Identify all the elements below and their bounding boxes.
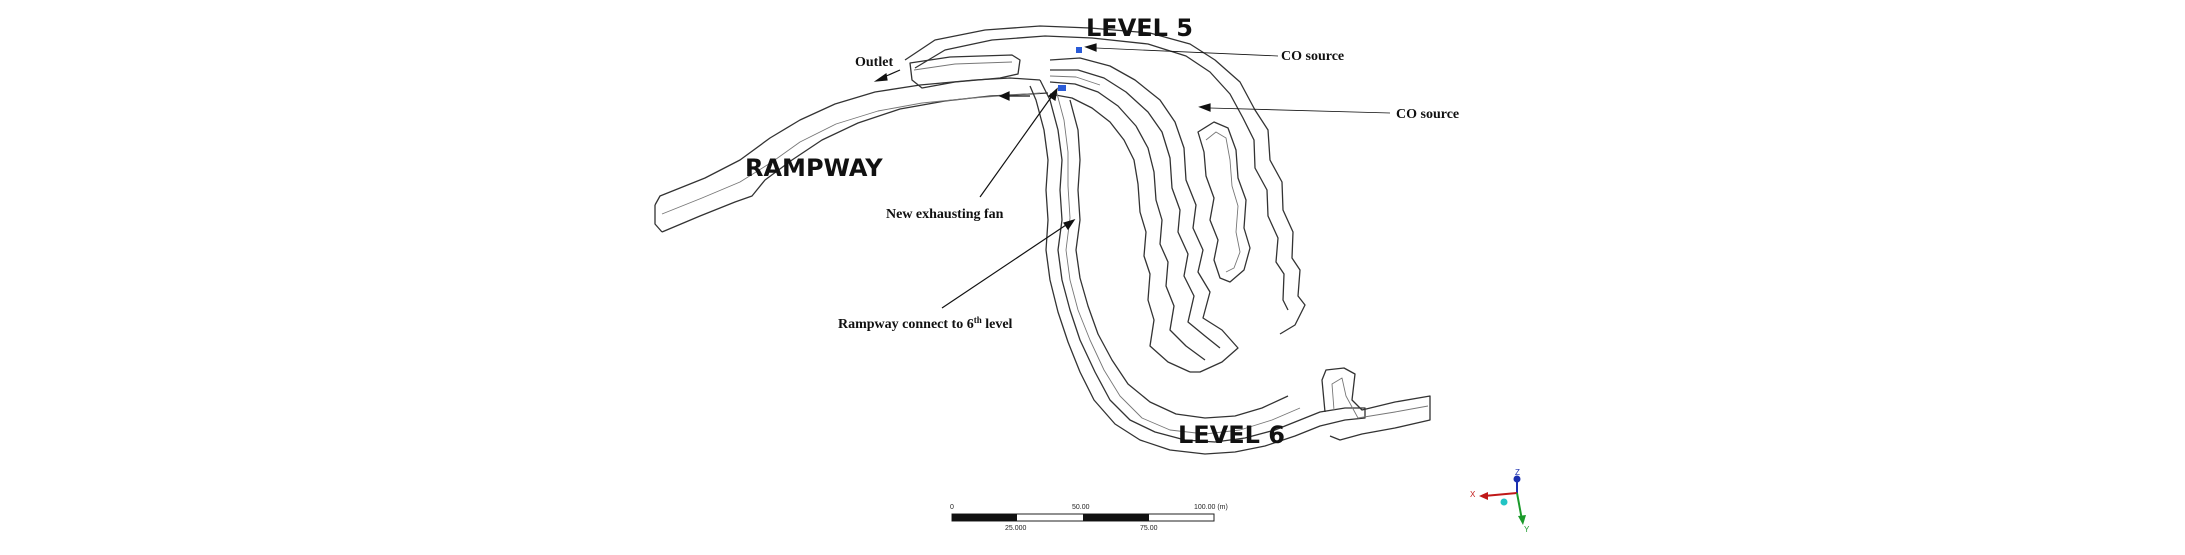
axis-origin-ball xyxy=(1500,498,1508,506)
co-source-2-leader xyxy=(1209,107,1391,114)
rampway-connect-sup: th xyxy=(974,315,982,325)
x-axis-arrowhead xyxy=(1479,492,1488,500)
x-axis-label: X xyxy=(1470,490,1476,499)
level5-right-loop xyxy=(1197,121,1251,283)
scale-tick-25: 25.000 xyxy=(1005,525,1027,532)
exhaust-fan-marker xyxy=(1058,85,1066,91)
outlet-tunnel xyxy=(909,54,1021,89)
scale-tick-50: 50.00 xyxy=(1072,504,1090,511)
level5-label: LEVEL 5 xyxy=(1086,14,1193,42)
scale-tick-75: 75.00 xyxy=(1140,525,1158,532)
co-source-1-arrowhead xyxy=(1084,43,1097,52)
level5-inner-loops xyxy=(1049,57,1239,373)
rampway-connect-arrowhead xyxy=(1063,218,1076,231)
axis-triad: Z X Y xyxy=(1470,468,1530,534)
y-axis-line xyxy=(1516,492,1523,521)
level6-label: LEVEL 6 xyxy=(1178,421,1285,449)
scale-bar-seg-3 xyxy=(1083,514,1149,521)
level5-upper-tunnel xyxy=(904,25,1306,335)
rampway-connect-suffix: level xyxy=(982,317,1013,332)
y-axis-label: Y xyxy=(1524,525,1530,534)
rampway-label: RAMPWAY xyxy=(745,154,883,182)
rampway-connect-prefix: Rampway connect to 6 xyxy=(838,317,974,332)
new-fan-arrowhead xyxy=(1048,87,1058,102)
y-axis-arrowhead xyxy=(1518,515,1526,525)
level6-tunnel xyxy=(1029,79,1366,455)
new-fan-label: New exhausting fan xyxy=(886,207,1004,222)
scale-tick-0: 0 xyxy=(950,504,954,511)
scale-tick-100: 100.00 (m) xyxy=(1194,504,1228,511)
annotation-arrows xyxy=(873,43,1391,309)
co-source-1-label: CO source xyxy=(1281,49,1344,64)
rampway-connect-leader xyxy=(941,224,1067,309)
scale-bar-seg-1 xyxy=(952,514,1017,521)
co-source-2-label: CO source xyxy=(1396,107,1459,122)
outlet-label: Outlet xyxy=(855,55,893,70)
outlet-arrowhead xyxy=(873,72,888,82)
rampway-connect-label: Rampway connect to 6th level xyxy=(838,315,1013,332)
co-source-marker-1 xyxy=(1076,47,1082,53)
rampway-flow-arrowhead xyxy=(998,91,1010,101)
level6-extension xyxy=(1321,367,1431,441)
co-source-1-leader xyxy=(1095,47,1279,57)
co-source-2-arrowhead xyxy=(1198,103,1211,112)
scale-bar: 0 50.00 100.00 (m) 25.000 75.00 xyxy=(950,504,1228,532)
z-axis-tip xyxy=(1513,475,1521,483)
z-axis-label: Z xyxy=(1515,468,1520,477)
x-axis-line xyxy=(1483,492,1518,497)
new-fan-leader xyxy=(979,95,1053,198)
